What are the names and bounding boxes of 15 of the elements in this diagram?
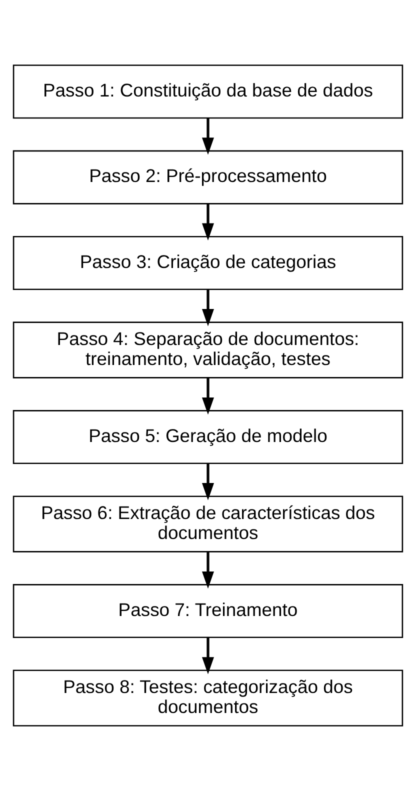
arrow (202, 204, 214, 240)
node-box: Passo 4: Separação de documentos: treinamento, validação, testes (12, 322, 404, 378)
node-box: Passo 6: Extração de características dos documentos (12, 496, 404, 552)
node-box: Passo 7: Treinamento (12, 584, 404, 638)
node-box: Passo 2: Pré-processamento (12, 150, 404, 204)
node-box: Passo 8: Testes: categorização dos documentos (12, 670, 404, 726)
arrow (202, 464, 214, 500)
arrow (202, 118, 214, 155)
node-box: Passo 5: Geração de modelo (12, 410, 404, 464)
arrow (202, 378, 214, 415)
node-box: Passo 3: Criação de categorias (12, 236, 404, 290)
arrow (202, 638, 214, 674)
node-box: Passo 1: Constituição da base de dados (12, 64, 404, 119)
arrow (202, 290, 214, 326)
arrow (202, 552, 214, 589)
